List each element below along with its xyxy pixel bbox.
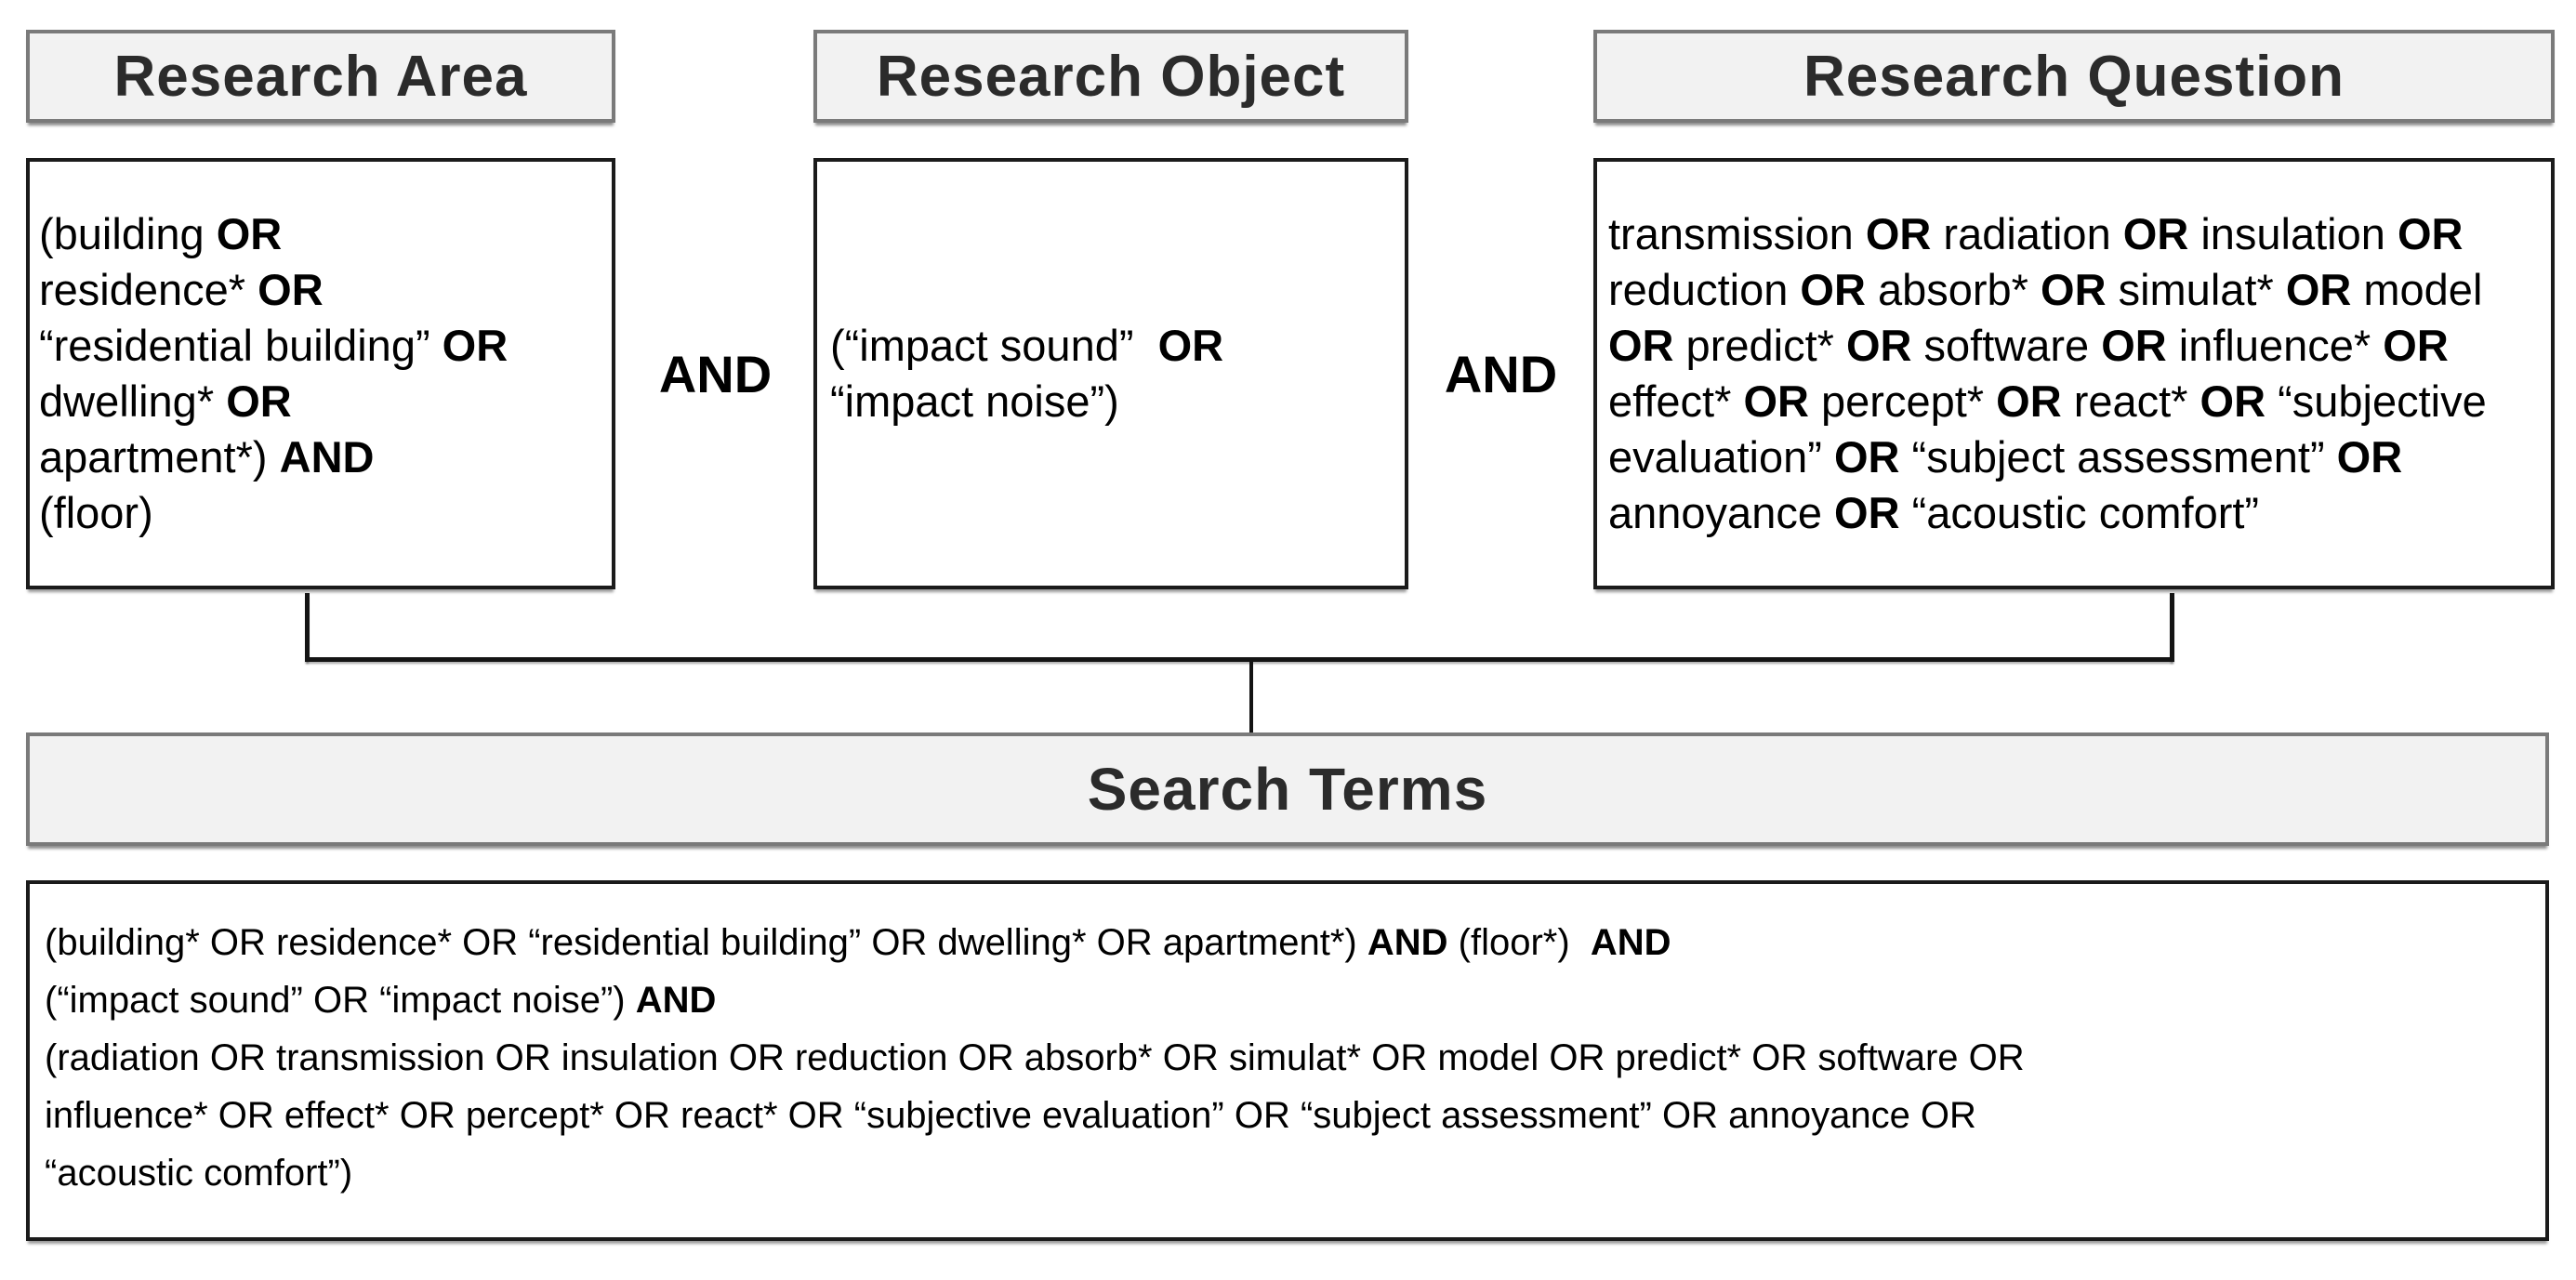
research-area-header: Research Area [26,30,615,123]
query-text-segment: percept* [1808,376,1997,426]
connector-center-line [1249,662,1253,732]
query-text-segment: evaluation” [1608,432,1834,482]
boolean-operator: OR [2397,209,2464,258]
query-line: apartment*) AND [39,429,612,485]
boolean-operator: OR [258,265,324,314]
boolean-operator: OR [2285,265,2352,314]
search-terms-header: Search Terms [26,732,2549,846]
query-text-segment: absorb* [1865,265,2041,314]
research-question-header: Research Question [1593,30,2555,123]
query-line: “acoustic comfort”) [45,1144,2545,1202]
query-text-segment: (radiation OR transmission OR insulation… [45,1037,2025,1078]
query-text-segment: predict* [1673,321,1846,370]
query-text-segment: (“impact sound” [830,321,1158,370]
query-text-segment: effect* [1608,376,1744,426]
query-text-segment: (floor) [39,488,153,537]
boolean-operator: OR [216,209,283,258]
query-text-segment: (“impact sound” OR “impact noise”) [45,980,636,1021]
query-line: “impact noise”) [830,374,1405,429]
query-line: reduction OR absorb* OR simulat* OR mode… [1608,262,2551,318]
query-line: transmission OR radiation OR insulation … [1608,206,2551,262]
query-line: influence* OR effect* OR percept* OR rea… [45,1087,2545,1144]
query-text-segment: annoyance [1608,488,1835,537]
boolean-operator: OR [1157,321,1224,370]
and-operator-2: AND [1444,344,1558,403]
query-text-segment: influence* OR effect* OR percept* OR rea… [45,1095,1976,1136]
query-text-segment: (building [39,209,217,258]
query-line: residence* OR [39,262,612,318]
query-line: effect* OR percept* OR react* OR “subjec… [1608,374,2551,429]
boolean-operator: OR [1996,376,2062,426]
research-object-query-box: (“impact sound” OR“impact noise”) [813,158,1408,589]
boolean-operator: OR [1865,209,1932,258]
query-line: evaluation” OR “subject assessment” OR [1608,429,2551,485]
boolean-operator: OR [442,321,509,370]
query-text-segment: dwelling* [39,376,227,426]
query-text-segment: model [2351,265,2483,314]
boolean-operator: OR [226,376,292,426]
search-terms-header-label: Search Terms [1087,756,1488,823]
boolean-operator: AND [279,432,375,482]
query-line: dwelling* OR [39,374,612,429]
boolean-operator: OR [1834,432,1900,482]
query-text-segment: (building* OR residence* OR “residential… [45,922,1367,963]
query-line: (“impact sound” OR [830,318,1405,374]
query-text-segment: “subjective [2266,376,2487,426]
connector-left-line [305,593,310,662]
query-text-segment: “acoustic comfort” [1899,488,2260,537]
boolean-operator: OR [1834,488,1900,537]
boolean-operator: OR [2041,265,2107,314]
query-text-segment: “subject assessment” [1899,432,2337,482]
query-text-segment: transmission [1608,209,1866,258]
research-question-query-box: transmission OR radiation OR insulation … [1593,158,2555,589]
query-line: (“impact sound” OR “impact noise”) AND [45,971,2545,1029]
boolean-operator: OR [2122,209,2189,258]
query-text-segment: influence* [2166,321,2384,370]
query-text-segment: software [1911,321,2102,370]
query-text-segment: (floor*) [1447,922,1591,963]
query-text-segment: reduction [1608,265,1801,314]
connector-right-line [2170,593,2174,662]
query-text-segment: residence* [39,265,258,314]
research-area-header-label: Research Area [113,44,528,109]
boolean-operator: AND [635,980,717,1021]
boolean-operator: OR [1800,265,1866,314]
query-line: (floor) [39,485,612,541]
boolean-operator: AND [1367,922,1448,963]
query-text-segment: “acoustic comfort”) [45,1153,353,1194]
boolean-operator: OR [1743,376,1809,426]
query-text-segment: apartment*) [39,432,280,482]
boolean-operator: AND [1590,922,1671,963]
search-terms-query-box: (building* OR residence* OR “residential… [26,880,2549,1241]
query-text-segment: “impact noise”) [830,376,1119,426]
query-line: (building* OR residence* OR “residential… [45,914,2545,971]
query-line: “residential building” OR [39,318,612,374]
query-line: (building OR [39,206,612,262]
research-object-header-label: Research Object [876,44,1346,109]
boolean-operator: OR [2101,321,2167,370]
query-text-segment: radiation [1931,209,2123,258]
boolean-operator: OR [2383,321,2449,370]
query-text-segment: insulation [2188,209,2398,258]
boolean-operator: OR [2336,432,2403,482]
query-text-segment: react* [2061,376,2200,426]
query-text-segment: “residential building” [39,321,443,370]
and-operator-1: AND [658,344,773,403]
connector-horizontal-line [305,657,2174,662]
research-object-header: Research Object [813,30,1408,123]
query-text-segment: simulat* [2106,265,2286,314]
boolean-operator: OR [1608,321,1674,370]
boolean-operator: OR [2200,376,2266,426]
query-line: annoyance OR “acoustic comfort” [1608,485,2551,541]
research-question-header-label: Research Question [1803,44,2345,109]
query-line: OR predict* OR software OR influence* OR [1608,318,2551,374]
boolean-operator: OR [1845,321,1912,370]
query-line: (radiation OR transmission OR insulation… [45,1029,2545,1087]
